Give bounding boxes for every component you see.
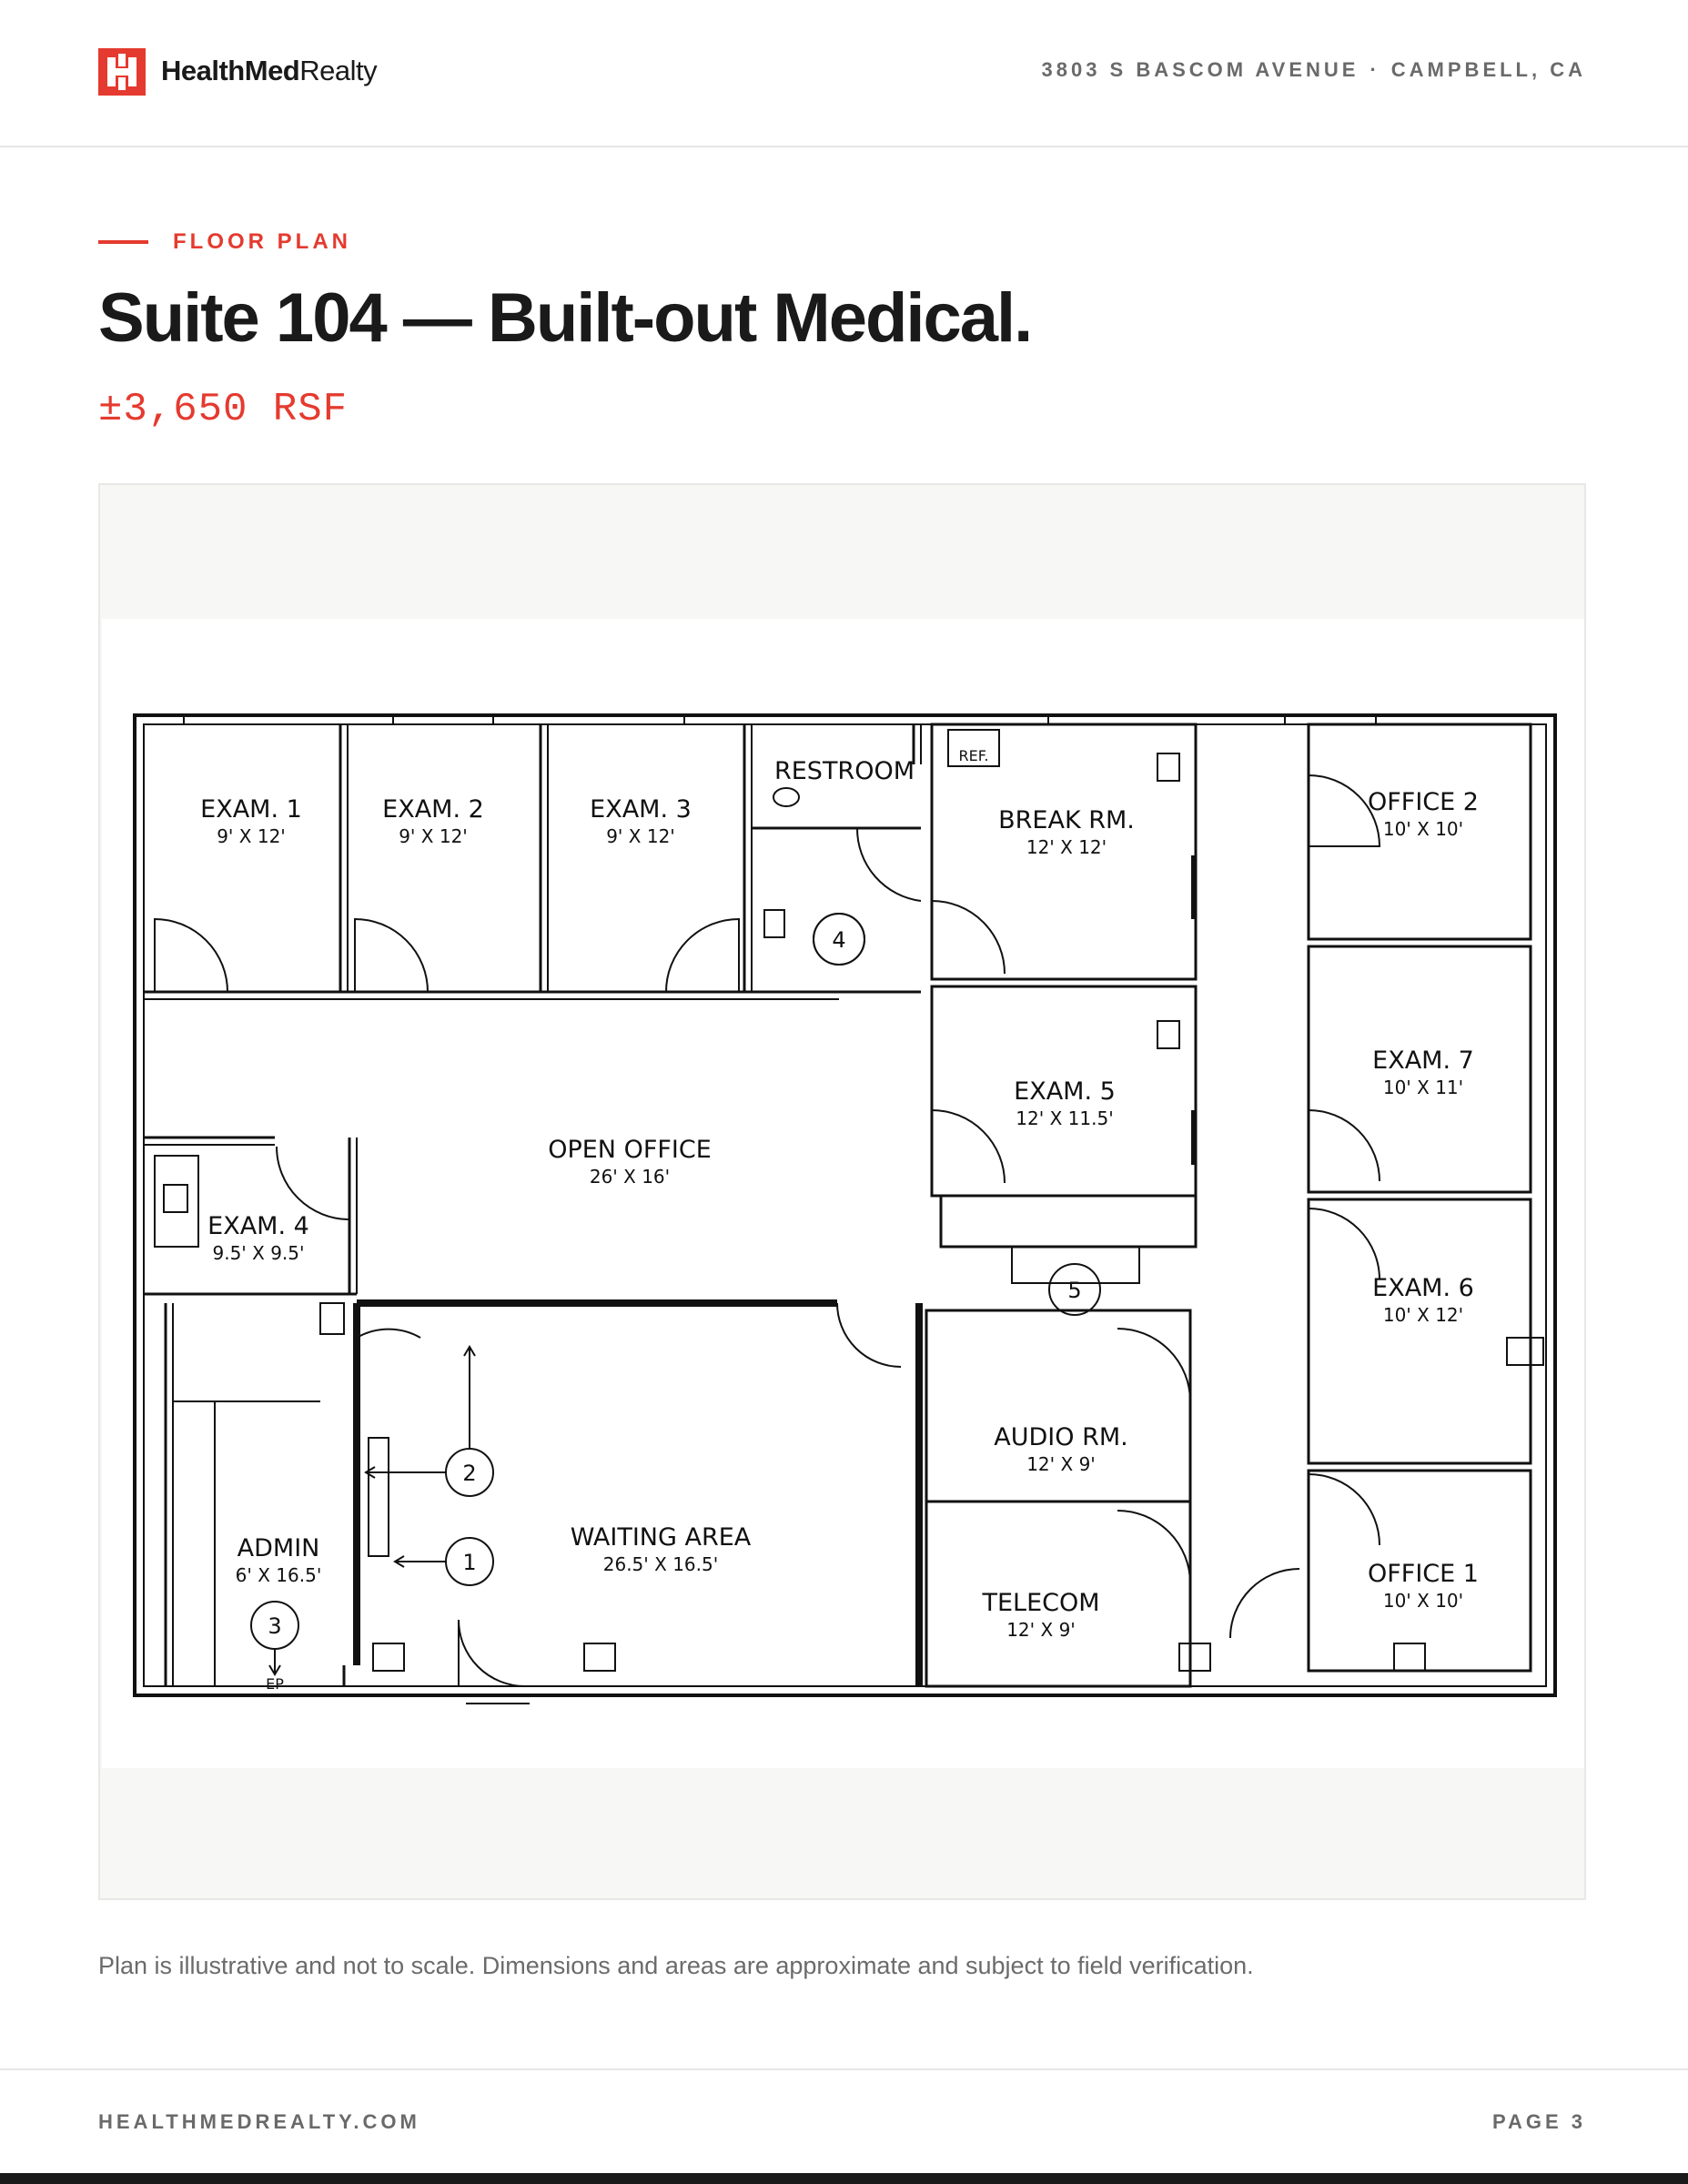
plan-caption: Plan is illustrative and not to scale. D… (98, 1952, 1254, 1979)
room-dims: 9' X 12' (217, 825, 286, 847)
room-labels: EXAM. 1 9' X 12' EXAM. 2 9' X 12' EXAM. … (200, 747, 1479, 1693)
exam-rooms-top-walls (144, 724, 839, 1000)
window-marks (183, 715, 1377, 724)
keynote-1: 1 (462, 1550, 476, 1575)
room-dims: 9.5' X 9.5' (212, 1242, 304, 1264)
room-name: EXAM. 3 (590, 795, 692, 824)
address-separator: · (1370, 58, 1380, 81)
break-exam5-walls (930, 723, 1198, 1284)
brand-name-bold: HealthMed (161, 55, 300, 86)
audio-telecom-walls (915, 1303, 1300, 1688)
room-dims: 9' X 12' (606, 825, 675, 847)
room-name: OFFICE 2 (1368, 788, 1479, 816)
room-name: EXAM. 7 (1372, 1046, 1474, 1075)
room-dims: 10' X 10' (1383, 1590, 1463, 1612)
exterior-wall-inner (143, 723, 1547, 1687)
room-dims: 6' X 16.5' (236, 1564, 322, 1586)
ref-label: REF. (959, 747, 989, 764)
keynote-5: 5 (1067, 1278, 1081, 1303)
room-name: TELECOM (981, 1589, 1099, 1617)
page-number: PAGE 3 (1491, 2110, 1586, 2133)
brand-name-light: Realty (299, 55, 378, 86)
exam-4-walls (144, 1136, 358, 1296)
room-name: BREAK RM. (998, 806, 1135, 834)
floor-plan-frame: EXAM. 1 9' X 12' EXAM. 2 9' X 12' EXAM. … (98, 483, 1586, 1900)
floor-plan-sheet: EXAM. 1 9' X 12' EXAM. 2 9' X 12' EXAM. … (102, 619, 1584, 1768)
page-title: Suite 104 — Built-out Medical. (98, 279, 1033, 357)
room-dims: 10' X 12' (1383, 1304, 1463, 1326)
room-name: OPEN OFFICE (548, 1136, 712, 1164)
healthmed-h-logo-icon (98, 48, 146, 96)
room-dims: 12' X 11.5' (1016, 1107, 1113, 1129)
keynote-2: 2 (462, 1461, 476, 1486)
bottom-bar (0, 2173, 1688, 2184)
room-name: EXAM. 4 (207, 1212, 309, 1240)
keynote-3: 3 (268, 1613, 281, 1639)
brand-name: HealthMedRealty (161, 53, 378, 89)
room-name: ADMIN (238, 1534, 320, 1562)
page-header: HealthMedRealty 3803 S BASCOM AVENUE · CAM… (0, 0, 1688, 147)
address-city: CAMPBELL, CA (1390, 58, 1586, 81)
section-eyebrow: FLOOR PLAN (173, 229, 351, 254)
room-name: AUDIO RM. (994, 1423, 1127, 1451)
area-rsf: ±3,650 RSF (98, 387, 349, 432)
room-dims: 10' X 11' (1383, 1077, 1463, 1098)
ep-label: EP (266, 1675, 284, 1693)
website-link[interactable]: HEALTHMEDREALTY.COM (98, 2110, 420, 2133)
footer-divider (0, 2068, 1688, 2070)
room-name: EXAM. 5 (1014, 1077, 1116, 1106)
room-dims: 10' X 10' (1383, 818, 1463, 840)
waiting-admin-walls (164, 1299, 902, 1686)
room-dims: 12' X 9' (1006, 1619, 1076, 1641)
room-dims: 12' X 9' (1026, 1453, 1096, 1475)
room-name: EXAM. 2 (382, 795, 484, 824)
room-dims: 26.5' X 16.5' (603, 1553, 718, 1575)
room-dims: 26' X 16' (590, 1166, 670, 1188)
keynote-4: 4 (832, 927, 845, 953)
room-name: EXAM. 1 (200, 795, 302, 824)
room-name: WAITING AREA (571, 1523, 752, 1552)
floor-plan-drawing: EXAM. 1 9' X 12' EXAM. 2 9' X 12' EXAM. … (133, 713, 1557, 1704)
eyebrow-rule (98, 240, 148, 244)
address-street: 3803 S BASCOM AVENUE (1041, 58, 1359, 81)
room-name: EXAM. 6 (1372, 1274, 1474, 1302)
property-address: 3803 S BASCOM AVENUE · CAMPBELL, CA (1041, 56, 1586, 84)
room-name: RESTROOM (774, 757, 915, 785)
exterior-wall-outer (133, 713, 1557, 1697)
room-dims: 9' X 12' (399, 825, 468, 847)
keynote-markers (250, 913, 1101, 1676)
right-column-walls (1307, 723, 1544, 1673)
door-swings-top (154, 917, 740, 993)
room-dims: 12' X 12' (1026, 836, 1107, 858)
bottom-pilasters (372, 1619, 1426, 1704)
room-name: OFFICE 1 (1368, 1560, 1479, 1588)
